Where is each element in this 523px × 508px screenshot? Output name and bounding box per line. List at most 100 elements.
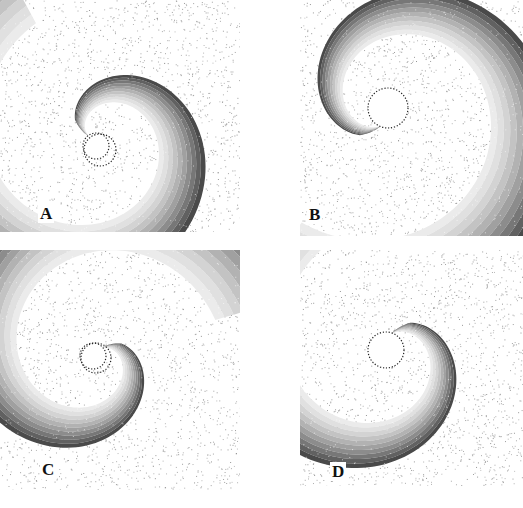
noise-dot xyxy=(28,200,29,201)
noise-dot xyxy=(222,229,223,230)
noise-dot xyxy=(231,70,232,71)
noise-dot xyxy=(167,58,168,59)
noise-dot xyxy=(107,107,108,108)
noise-dot xyxy=(192,113,193,114)
noise-dot xyxy=(1,54,2,55)
noise-dot xyxy=(233,223,234,224)
noise-dot xyxy=(33,205,34,206)
noise-dot xyxy=(44,84,45,85)
noise-dot xyxy=(106,67,107,68)
noise-dot xyxy=(77,68,78,69)
noise-dot xyxy=(192,73,193,74)
noise-dot xyxy=(198,69,199,70)
noise-dot xyxy=(149,4,150,5)
noise-dot xyxy=(110,196,111,197)
noise-dot xyxy=(145,6,146,7)
noise-dot xyxy=(59,58,60,59)
noise-dot xyxy=(159,68,160,69)
noise-dot xyxy=(69,168,70,169)
noise-dot xyxy=(94,181,95,182)
noise-dot xyxy=(115,33,116,34)
noise-dot xyxy=(90,59,91,60)
noise-dot xyxy=(147,168,148,169)
noise-dot xyxy=(155,53,156,54)
noise-dot xyxy=(31,146,32,147)
noise-dot xyxy=(106,122,107,123)
noise-dot xyxy=(140,155,141,156)
noise-dot xyxy=(28,136,29,137)
noise-dot xyxy=(80,142,81,143)
noise-dot xyxy=(141,130,142,131)
noise-dot xyxy=(224,183,225,184)
noise-dot xyxy=(227,140,228,141)
noise-dot xyxy=(75,6,76,7)
noise-dot xyxy=(29,3,30,5)
noise-dot xyxy=(60,31,61,32)
noise-dot xyxy=(228,56,229,57)
noise-dot xyxy=(217,184,218,185)
noise-dot xyxy=(227,91,228,92)
noise-dot xyxy=(60,130,61,131)
noise-dot xyxy=(215,151,216,152)
noise-dot xyxy=(48,98,49,99)
noise-dot xyxy=(70,173,71,174)
noise-dot xyxy=(209,93,210,94)
noise-dot xyxy=(235,12,236,13)
noise-dot xyxy=(220,223,221,224)
noise-dot xyxy=(47,133,48,134)
noise-dot xyxy=(192,76,193,77)
noise-dot xyxy=(133,155,134,156)
noise-dot xyxy=(195,24,196,25)
noise-dot xyxy=(7,151,8,152)
noise-dot xyxy=(6,150,7,151)
noise-dot xyxy=(149,45,150,46)
noise-dot xyxy=(129,142,130,143)
noise-dot xyxy=(187,69,188,70)
noise-dot xyxy=(22,198,23,199)
noise-dot xyxy=(21,153,22,154)
noise-dot xyxy=(82,174,83,175)
noise-dot xyxy=(183,225,184,226)
noise-dot xyxy=(199,22,200,23)
noise-dot xyxy=(63,92,64,93)
noise-dot xyxy=(60,125,61,126)
noise-dot xyxy=(206,59,207,60)
noise-dot xyxy=(61,167,62,168)
noise-dot xyxy=(39,171,40,172)
noise-dot xyxy=(25,177,26,178)
noise-dot xyxy=(219,101,220,102)
noise-dot xyxy=(126,156,127,157)
noise-dot xyxy=(66,68,67,69)
noise-dot xyxy=(224,70,225,71)
noise-dot xyxy=(221,51,222,52)
noise-dot xyxy=(77,82,78,83)
noise-dot xyxy=(137,139,138,140)
noise-dot xyxy=(75,142,76,143)
noise-dot xyxy=(207,12,208,13)
noise-dot xyxy=(163,58,164,59)
noise-dot xyxy=(198,109,199,110)
noise-dot xyxy=(36,28,37,29)
noise-dot xyxy=(87,200,88,201)
noise-dot xyxy=(130,198,131,199)
noise-dot xyxy=(197,27,198,28)
noise-dot xyxy=(63,141,64,142)
noise-dot xyxy=(116,8,117,9)
noise-dot xyxy=(21,75,22,76)
noise-dot xyxy=(91,116,92,117)
noise-dot xyxy=(164,34,165,35)
noise-dot xyxy=(208,171,209,172)
spiral-wave xyxy=(0,0,206,232)
noise-dot xyxy=(113,211,114,212)
noise-dot xyxy=(52,200,53,201)
noise-dot xyxy=(31,90,32,91)
noise-dot xyxy=(115,9,116,10)
noise-dot xyxy=(41,61,42,62)
noise-dot xyxy=(111,8,112,9)
noise-dot xyxy=(68,145,69,146)
noise-dot xyxy=(29,68,30,69)
noise-dot xyxy=(74,39,75,40)
noise-dot xyxy=(156,69,157,70)
noise-dot xyxy=(66,196,67,197)
noise-dot xyxy=(116,213,117,214)
